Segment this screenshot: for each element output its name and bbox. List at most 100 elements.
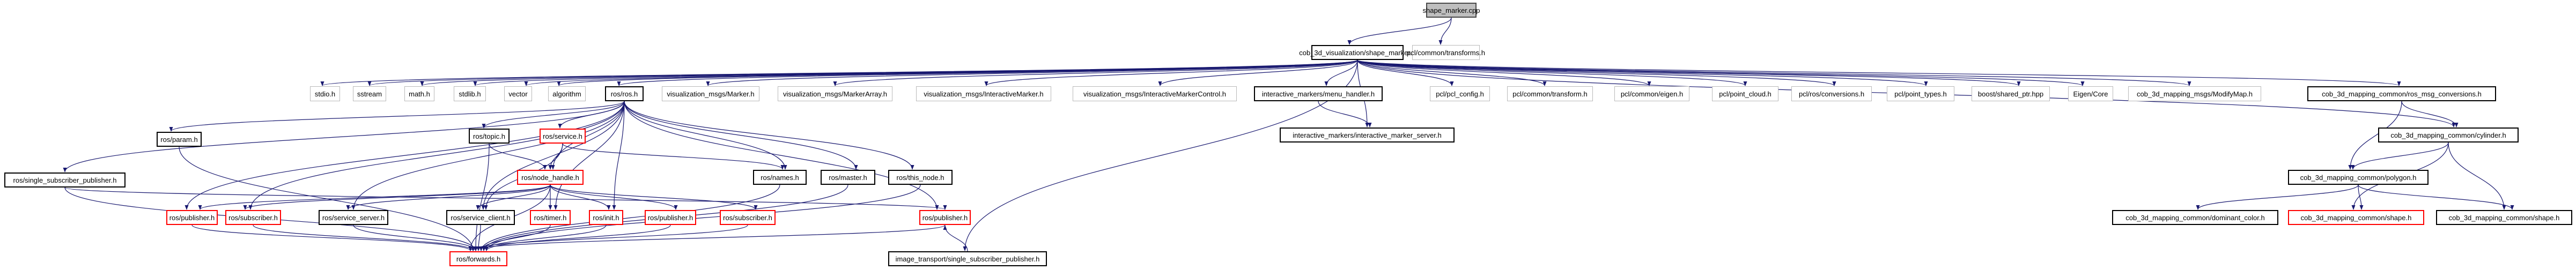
include-edge [1438,17,1452,45]
include-node: pcl/pcl_config.h [1430,86,1490,101]
include-node[interactable]: ros/forwards.h [449,251,507,266]
include-node[interactable]: ros/publisher.h [645,210,696,225]
include-node: pcl/common/transform.h [1507,86,1593,101]
include-edge [1357,59,2401,86]
include-node[interactable]: cob_3d_mapping_common/shape.h [2436,210,2572,225]
include-edge [624,101,787,170]
include-node[interactable]: interactive_markers/menu_handler.h [1254,86,1383,101]
include-edge [984,59,1358,86]
include-edge [943,225,968,252]
include-edge [2358,184,2514,210]
include-edge [550,184,758,210]
include-edge [474,59,1358,86]
include-node[interactable]: ros/service.h [540,129,586,144]
include-node: pcl/common/eigen.h [1614,86,1689,101]
include-node: visualization_msgs/InteractiveMarker.h [916,86,1051,101]
include-edge [248,101,625,210]
include-node[interactable]: cob_3d_mapping_common/ros_msg_conversion… [2307,86,2496,101]
include-edge [482,224,607,251]
include-edge [368,59,1358,86]
include-edge [179,146,475,251]
include-edge [63,101,625,172]
include-node[interactable]: ros/subscriber.h [720,210,776,225]
include-edge [2358,184,2364,210]
include-edge [484,184,921,251]
include-edge [557,59,1358,86]
include-edge [468,224,748,251]
include-node[interactable]: cob_3d_visualization/shape_marker.h [1299,45,1416,60]
include-node[interactable]: ros/publisher.h [166,210,218,225]
include-edge [1357,59,2191,86]
include-edge [1357,59,1547,86]
include-node: cob_3d_mapping_msgs/ModifyMap.h [2128,86,2261,101]
graph-root-node: shape_marker.cpp [1423,3,1480,18]
include-edge [482,101,625,129]
include-edge [1357,59,1747,86]
include-node[interactable]: ros/init.h [589,210,623,225]
include-node[interactable]: cob_3d_mapping_common/polygon.h [2288,170,2429,185]
include-edge [1357,59,1454,86]
include-edge [476,184,551,210]
include-edge [550,184,611,210]
include-node[interactable]: ros/node_handle.h [517,170,584,185]
include-edges [63,17,2514,252]
include-node: boost/shared_ptr.hpp [1972,86,2050,101]
include-node: visualization_msgs/InteractiveMarkerCont… [1073,86,1237,101]
include-node[interactable]: ros/topic.h [469,129,510,144]
include-edge [624,101,914,170]
include-node[interactable]: ros/single_subscriber_publisher.h [4,172,126,188]
include-edge [1357,59,1836,86]
include-edge [1318,101,1372,128]
include-node: pcl/point_types.h [1887,86,1954,101]
include-node[interactable]: ros/param.h [157,132,202,147]
include-node: stdlib.h [454,86,486,101]
include-node[interactable]: ros/timer.h [530,210,571,225]
include-edge [420,59,1358,86]
include-edge [551,101,625,170]
include-edge [562,143,785,170]
include-edge [474,143,490,251]
include-node: pcl/common/transforms.h [1407,45,1485,60]
include-edge [346,184,551,210]
include-edge [481,101,625,210]
include-edge [1324,59,1358,86]
include-edge [553,101,625,210]
include-node[interactable]: interactive_markers/interactive_marker_s… [1280,128,1455,142]
include-edge [548,143,563,170]
include-edge [1357,59,2021,86]
include-node[interactable]: ros/service_client.h [446,210,515,225]
include-node[interactable]: ros/ros.h [605,86,644,101]
include-edge [612,101,625,210]
include-node[interactable]: ros/subscriber.h [225,210,281,225]
include-edge [1357,59,1928,86]
include-edge [624,101,939,210]
include-node: Eigen/Core [2068,86,2113,101]
include-edge [198,184,551,210]
include-node[interactable]: ros/names.h [753,170,807,185]
include-edge [191,224,473,251]
include-edge [624,101,858,170]
include-node: visualization_msgs/MarkerArray.h [778,86,892,101]
include-edge [1357,59,2085,86]
include-node: algorithm [548,86,586,101]
include-node[interactable]: cob_3d_mapping_common/dominant_color.h [2112,210,2278,225]
include-edge [2351,142,2449,170]
include-edge [1357,59,1651,86]
include-node[interactable]: ros/publisher.h [919,210,971,225]
include-node[interactable]: ros/this_node.h [888,170,953,185]
include-node[interactable]: cob_3d_mapping_common/shape.h [2288,210,2424,225]
include-edge [550,184,678,210]
include-edge [2448,142,2506,210]
include-edge [833,59,1358,86]
include-edge [64,187,947,210]
include-node[interactable]: ros/service_server.h [319,210,388,225]
include-node[interactable]: cob_3d_mapping_common/cylinder.h [2378,128,2519,142]
include-edge [353,224,478,251]
include-node[interactable]: image_transport/single_subscriber_publis… [888,251,1047,266]
include-edge [184,101,625,210]
include-node: pcl/point_cloud.h [1712,86,1778,101]
include-node[interactable]: ros/master.h [821,170,875,185]
include-edge [617,59,1358,86]
